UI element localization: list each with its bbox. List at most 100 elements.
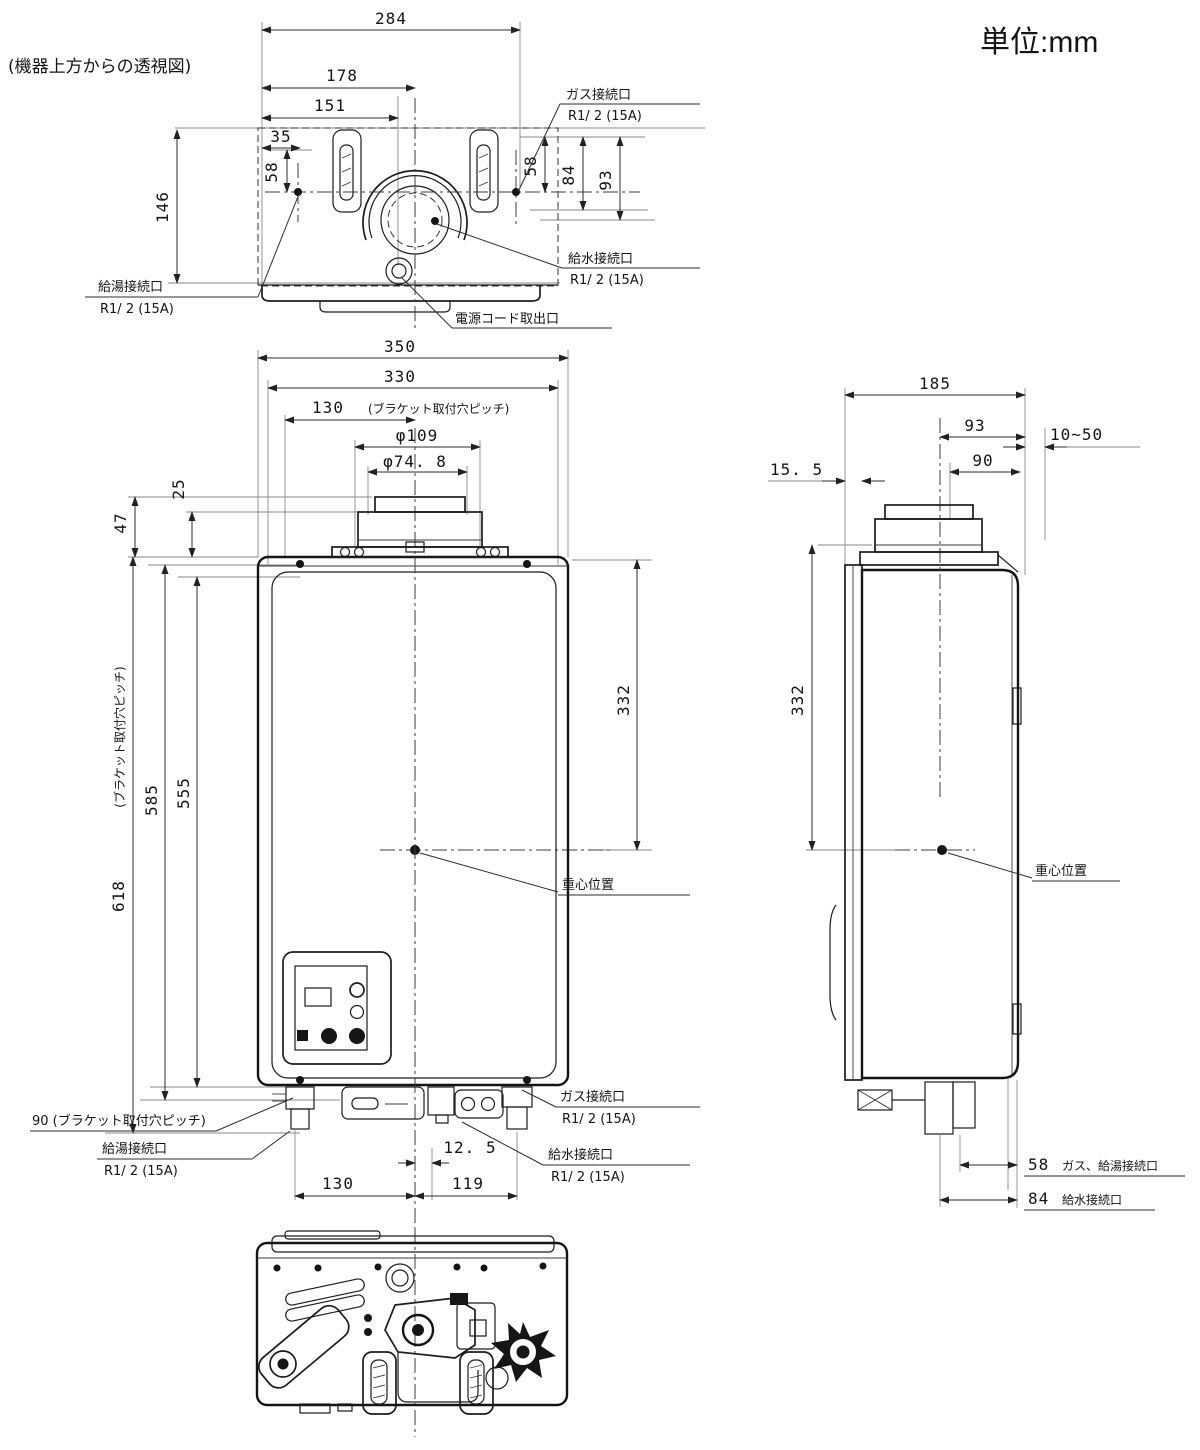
top-view-power-cord-label: 電源コード取出口 [400, 276, 612, 329]
panel-indicator [297, 1030, 308, 1041]
water-inlet-port-point [431, 217, 439, 225]
hot-water-name-front: 給湯接続口 [102, 1141, 167, 1157]
bottom-view-gas-valve [384, 1293, 509, 1403]
front-view: 350 330 130 (ブラケット取付穴ピッチ) φ109 φ74. 8 25… [30, 337, 700, 1232]
dim-130-top: 130 [312, 398, 344, 417]
top-view-title: (機器上方からの透視図) [8, 57, 191, 77]
water-inlet-size: R1/ 2 (15A) [570, 273, 644, 288]
bottom-view-fan-motor [491, 1322, 556, 1382]
gas-name-front: ガス接続口 [560, 1089, 625, 1105]
power-cord-label: 電源コード取出口 [455, 312, 559, 327]
gas-hot-water-ports-label: ガス、給湯接続口 [1062, 1158, 1158, 1173]
dim-90-bracket-note: 90 (ブラケット取付穴ピッチ) [32, 1113, 206, 1129]
panel-display [304, 987, 332, 1007]
hot-water-port-point [294, 188, 302, 196]
front-view-left-dimensions: 618 (ブラケット取付穴ピッチ) 585 555 [109, 556, 201, 1134]
front-view-flue [331, 496, 509, 558]
side-view-top-dimensions: 185 93 10~50 90 15. 5 [770, 374, 1102, 485]
gas-port-point [512, 188, 520, 196]
top-view: (機器上方からの透視図) [8, 9, 705, 332]
top-view-dimensions: 284 178 151 35 58 146 58 84 93 [153, 9, 624, 284]
top-view-power-cord-grommet [385, 257, 413, 285]
front-view-control-panel [282, 951, 392, 1065]
top-view-bracket-slots [332, 129, 499, 213]
front-view-90-bracket-label: 90 (ブラケット取付穴ピッチ) [30, 1097, 294, 1132]
cog-point-side [937, 845, 947, 855]
dim-84: 84 [559, 164, 578, 185]
dim-47: 47 [111, 512, 130, 533]
dim-330: 330 [384, 367, 416, 386]
panel-button-bottom-right [349, 1028, 365, 1044]
dim-332-side: 332 [788, 684, 807, 716]
dim-25: 25 [169, 478, 188, 499]
dim-332-front: 332 [614, 684, 633, 716]
dim-585: 585 [142, 784, 161, 816]
hot-water-size: R1/ 2 (15A) [100, 302, 174, 317]
top-view-centerlines [265, 98, 640, 332]
side-view-cog: 332 重心位置 [788, 544, 1120, 882]
dim-185: 185 [919, 374, 951, 393]
gas-size-front: R1/ 2 (15A) [562, 1112, 636, 1127]
dim-146: 146 [153, 191, 172, 223]
panel-button-middle [349, 1004, 365, 1020]
dim-flue-outer-dia: φ109 [396, 426, 439, 445]
cog-label-front: 重心位置 [562, 877, 614, 893]
panel-button-top [349, 982, 365, 998]
side-view-body [829, 418, 1022, 1081]
bottom-view [255, 1228, 569, 1437]
bracket-pitch-note-vertical: (ブラケット取付穴ピッチ) [112, 666, 127, 807]
front-view-top-dimensions: 350 330 130 (ブラケット取付穴ピッチ) φ109 φ74. 8 25… [111, 337, 569, 558]
bracket-pitch-note: (ブラケット取付穴ピッチ) [368, 401, 509, 416]
water-inlet-name: 給水接続口 [568, 251, 633, 267]
water-inlet-port-label: 給水接続口 [1062, 1192, 1122, 1207]
hot-water-name: 給湯接続口 [98, 279, 163, 295]
top-view-gas-port-label: ガス接続口 R1/ 2 (15A) [517, 87, 700, 193]
dim-178: 178 [326, 66, 358, 85]
gas-port-size: R1/ 2 (15A) [568, 109, 642, 124]
cog-label-side: 重心位置 [1035, 863, 1087, 879]
dim-58-side: 58 [1028, 1155, 1049, 1174]
side-view-bottom-dimensions: 58 ガス、給湯接続口 84 給水接続口 [939, 1155, 1185, 1211]
front-view-water-inlet-label: 給水接続口 R1/ 2 (15A) [461, 1121, 690, 1185]
dim-35: 35 [270, 127, 291, 146]
gas-port-name: ガス接続口 [566, 87, 631, 103]
dim-12-5: 12. 5 [443, 1138, 496, 1157]
dim-151: 151 [314, 96, 346, 115]
front-view-bottom-piping [272, 1086, 533, 1130]
side-view-bottom-piping [857, 1078, 1009, 1190]
water-inlet-name-front: 給水接続口 [548, 1147, 613, 1163]
front-view-bottom-dimensions: 12. 5 130 119 [294, 1138, 518, 1200]
panel-button-bottom-left [321, 1028, 337, 1044]
dim-130-bottom: 130 [322, 1174, 354, 1193]
bottom-view-mounting-slots [299, 1351, 494, 1415]
top-view-hot-water-label: 給湯接続口 R1/ 2 (15A) [85, 193, 300, 317]
dim-58-left: 58 [262, 161, 281, 182]
dim-90-side: 90 [972, 451, 993, 470]
units-label: 単位:mm [980, 26, 1098, 59]
bottom-view-burner-assembly [258, 1278, 372, 1389]
dim-284: 284 [375, 9, 407, 28]
side-view: 185 93 10~50 90 15. 5 332 重心位置 [768, 374, 1185, 1211]
front-view-hot-water-label: 給湯接続口 R1/ 2 (15A) [97, 1130, 291, 1179]
top-view-unit-outline [257, 127, 559, 313]
front-view-body [256, 428, 570, 1232]
dim-618: 618 [109, 880, 128, 912]
dim-15-5: 15. 5 [770, 460, 823, 479]
dim-93-side: 93 [964, 416, 985, 435]
side-view-flue [859, 504, 1019, 573]
water-inlet-size-front: R1/ 2 (15A) [551, 1170, 625, 1185]
bottom-view-body [255, 1230, 569, 1407]
dim-93: 93 [596, 169, 615, 190]
front-view-cog: 332 重心位置 [380, 559, 690, 896]
front-view-extension-lines [105, 350, 652, 1200]
dim-350: 350 [384, 337, 416, 356]
dim-555: 555 [174, 777, 193, 809]
dim-119: 119 [452, 1174, 484, 1193]
top-view-water-inlet-label: 給水接続口 R1/ 2 (15A) [436, 223, 700, 288]
grommet-circle [385, 1263, 415, 1293]
side-view-extension-lines [768, 388, 1140, 1208]
front-view-gas-label: ガス接続口 R1/ 2 (15A) [521, 1089, 700, 1127]
dim-84-side: 84 [1028, 1189, 1049, 1208]
